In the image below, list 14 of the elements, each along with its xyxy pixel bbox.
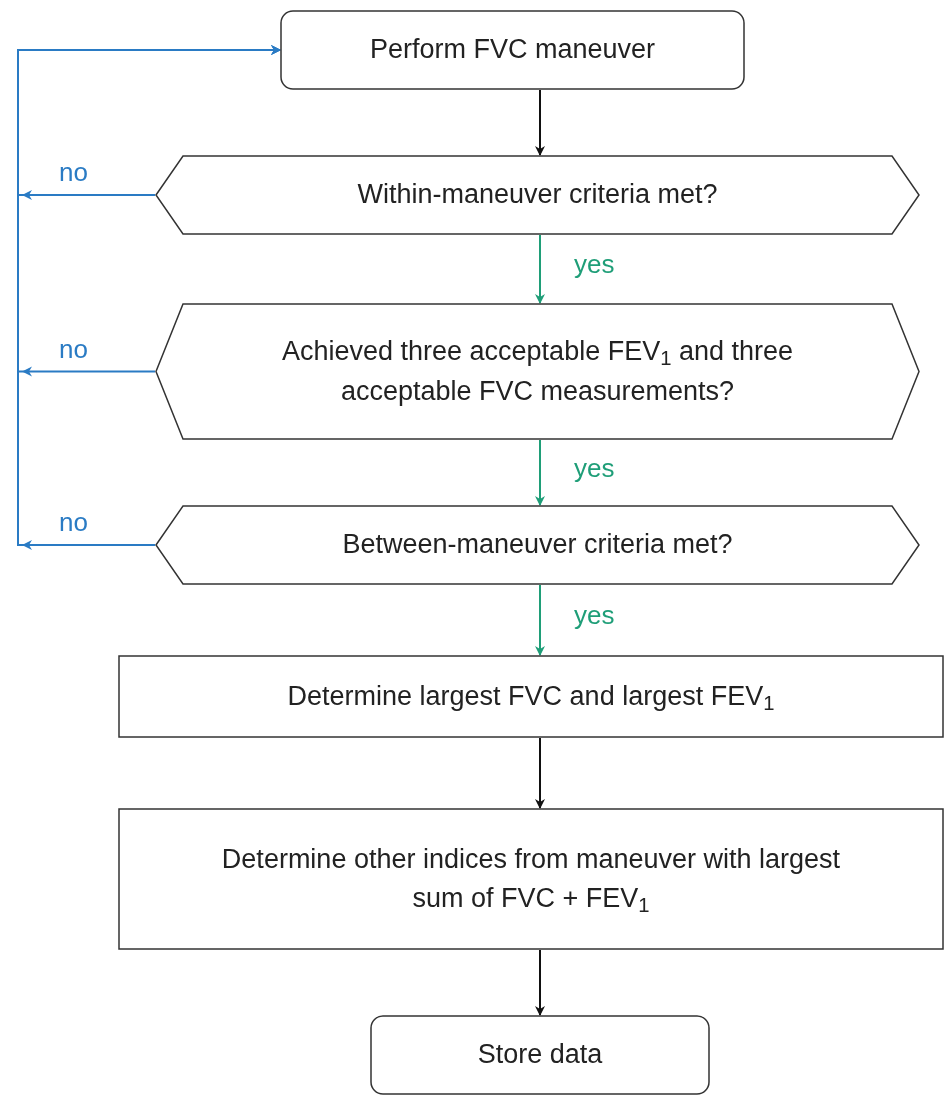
node-text: Between-maneuver criteria met?	[342, 528, 733, 562]
decision-hexagon	[155, 155, 920, 235]
node-text: Store data	[477, 1038, 603, 1072]
node-text: Achieved three acceptable FEV$_{1}$ and three acceptable FVC measurements?	[280, 335, 795, 408]
node-text: Within-maneuver criteria met?	[357, 178, 718, 212]
decision-hexagon	[155, 505, 920, 585]
terminal-box	[280, 10, 745, 90]
process-box	[118, 808, 944, 950]
process-box	[118, 655, 944, 738]
node-text: Determine largest FVC and largest FEV$_{1}$	[287, 679, 775, 716]
node-text: Determine other indices from maneuver with largest sum of FVC + FEV$_{1}$	[221, 842, 841, 919]
terminal-box	[370, 1015, 710, 1095]
node-text: Perform FVC maneuver	[369, 33, 656, 67]
decision-hexagon	[155, 303, 920, 440]
